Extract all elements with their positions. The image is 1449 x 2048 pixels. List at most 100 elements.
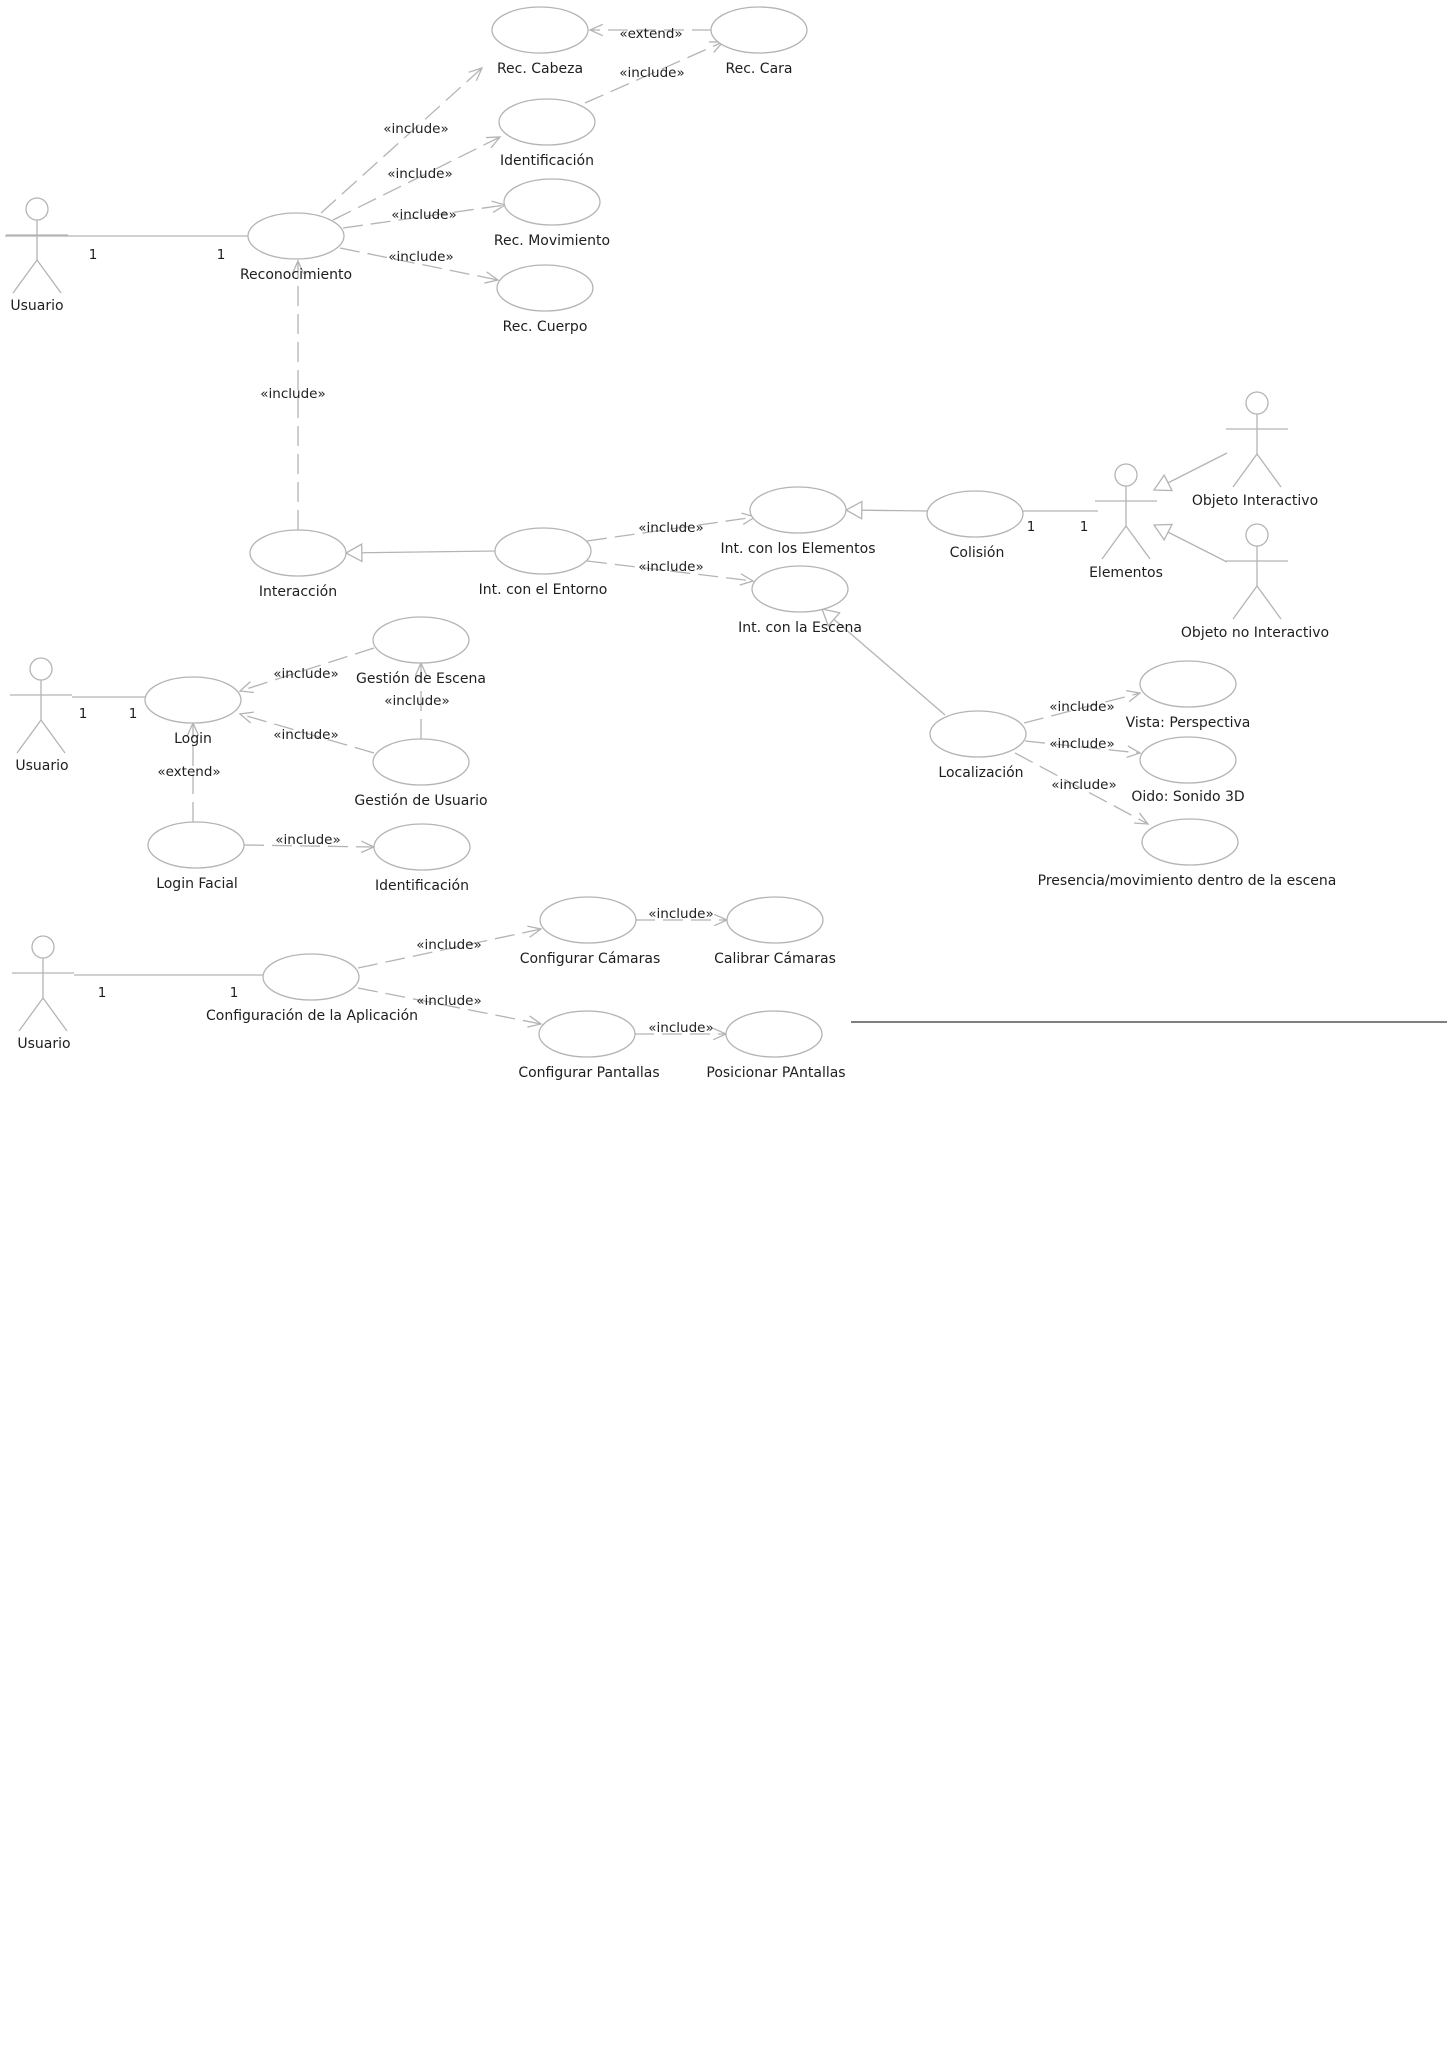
use-case-label: Rec. Cuerpo [503,319,588,335]
stick-figure-icon [10,657,72,754]
include-line [239,713,375,754]
include-stereotype-label: «include» [416,937,481,953]
open-arrowhead [1133,812,1150,825]
include-relation: «include» [1024,736,1142,758]
use-case-label: Int. con los Elementos [721,541,876,557]
generalization-line [361,550,496,554]
use-case-ellipse [538,1010,636,1058]
use-case-label: Oido: Sonido 3D [1131,789,1244,805]
include-line [1014,752,1149,825]
use-case-vista: Vista: Perspectiva [1126,660,1251,731]
open-arrowhead [291,259,305,275]
generalization-relation [1152,523,1228,563]
include-line [243,844,375,848]
include-stereotype-label: «include» [1049,699,1114,715]
use-case-config-camaras: Configurar Cámaras [520,896,661,967]
use-case-label: Posicionar PAntallas [706,1065,845,1081]
include-stereotype-label: «include» [387,166,452,182]
generalization-relation [1152,452,1228,492]
include-stereotype-label: «include» [416,993,481,1009]
actor-label: Objeto no Interactivo [1181,625,1329,641]
generalization-triangle [844,500,863,520]
use-case-ellipse [372,738,470,786]
generalization-triangle [1152,523,1174,542]
include-stereotype-label: «include» [1051,777,1116,793]
use-case-ellipse [710,6,808,54]
include-line [357,987,542,1025]
actor-label: Usuario [17,1036,70,1052]
include-line [239,647,375,692]
include-relation: «include» [260,259,326,530]
generalization-triangle [344,543,363,563]
generalization-relation [344,543,496,563]
use-case-identificacion1: Identificación [498,98,596,169]
actor-elementos: Elementos [1089,463,1163,581]
use-case-label: Vista: Perspectiva [1126,715,1251,731]
multiplicity-label: 1 [230,985,239,1001]
use-case-ellipse [751,565,849,613]
use-case-ellipse [926,490,1024,538]
use-case-label: Colisión [950,545,1005,561]
use-case-label: Calibrar Cámaras [714,951,836,967]
use-case-label: Rec. Cara [726,61,793,77]
include-line [586,516,756,542]
extend-stereotype-label: «extend» [157,764,220,780]
open-arrowhead [1126,690,1142,703]
generalization-relation [844,500,928,520]
include-relation: «include» [584,41,725,104]
use-case-label: Configurar Cámaras [520,951,661,967]
use-case-ellipse [539,896,637,944]
open-arrowhead [588,23,604,37]
use-case-ellipse [503,178,601,226]
actor-label: Usuario [10,298,63,314]
use-case-identificacion2: Identificación [373,823,471,894]
use-case-ellipse [249,529,347,577]
include-line [320,67,483,214]
use-case-reconocimiento: Reconocimiento [240,212,352,283]
multiplicity-label: 1 [79,706,88,722]
use-case-ellipse [247,212,345,260]
use-case-ellipse [929,710,1027,758]
use-case-label: Localización [938,765,1023,781]
use-case-localizacion: Localización [929,710,1027,781]
actor-usuario2: Usuario [10,657,72,774]
use-case-config-app: Configuración de la Aplicación [206,953,418,1024]
include-stereotype-label: «include» [273,727,338,743]
stick-figure-icon [1095,463,1157,560]
use-case-calibrar-camaras: Calibrar Cámaras [714,896,836,967]
include-stereotype-label: «include» [648,906,713,922]
use-case-login-facial: Login Facial [147,821,245,892]
generalization-triangle [820,608,841,628]
use-case-label: Login [174,731,212,747]
actor-usuario3: Usuario [12,935,74,1052]
generalization-line [1167,531,1228,563]
use-case-label: Rec. Movimiento [494,233,610,249]
stick-figure-icon [12,935,74,1032]
include-relation: «include» [332,136,502,221]
include-relation: «include» [586,559,755,586]
include-relation: «include» [320,66,484,214]
use-case-label: Reconocimiento [240,267,352,283]
include-stereotype-label: «include» [275,832,340,848]
use-case-ellipse [494,527,592,575]
use-case-ellipse [725,1010,823,1058]
include-line [332,136,501,221]
include-relation: «include» [238,647,375,694]
multiplicity-label: 1 [1027,519,1036,535]
actor-label: Objeto Interactivo [1192,493,1318,509]
include-relation: «include» [586,512,757,542]
use-case-rec-movimiento: Rec. Movimiento [494,178,610,249]
use-case-label: Gestión de Escena [356,671,486,687]
use-case-gestion-usuario: Gestión de Usuario [354,738,488,809]
include-relation: «include» [1023,690,1142,724]
use-case-label: Configuración de la Aplicación [206,1008,418,1024]
use-case-gestion-escena: Gestión de Escena [356,616,486,687]
open-arrowhead [527,1015,543,1028]
generalization-triangle [1152,473,1174,492]
use-case-ellipse [372,616,470,664]
open-arrowhead [468,66,484,82]
use-case-label: Login Facial [156,876,238,892]
include-line [1024,740,1141,754]
